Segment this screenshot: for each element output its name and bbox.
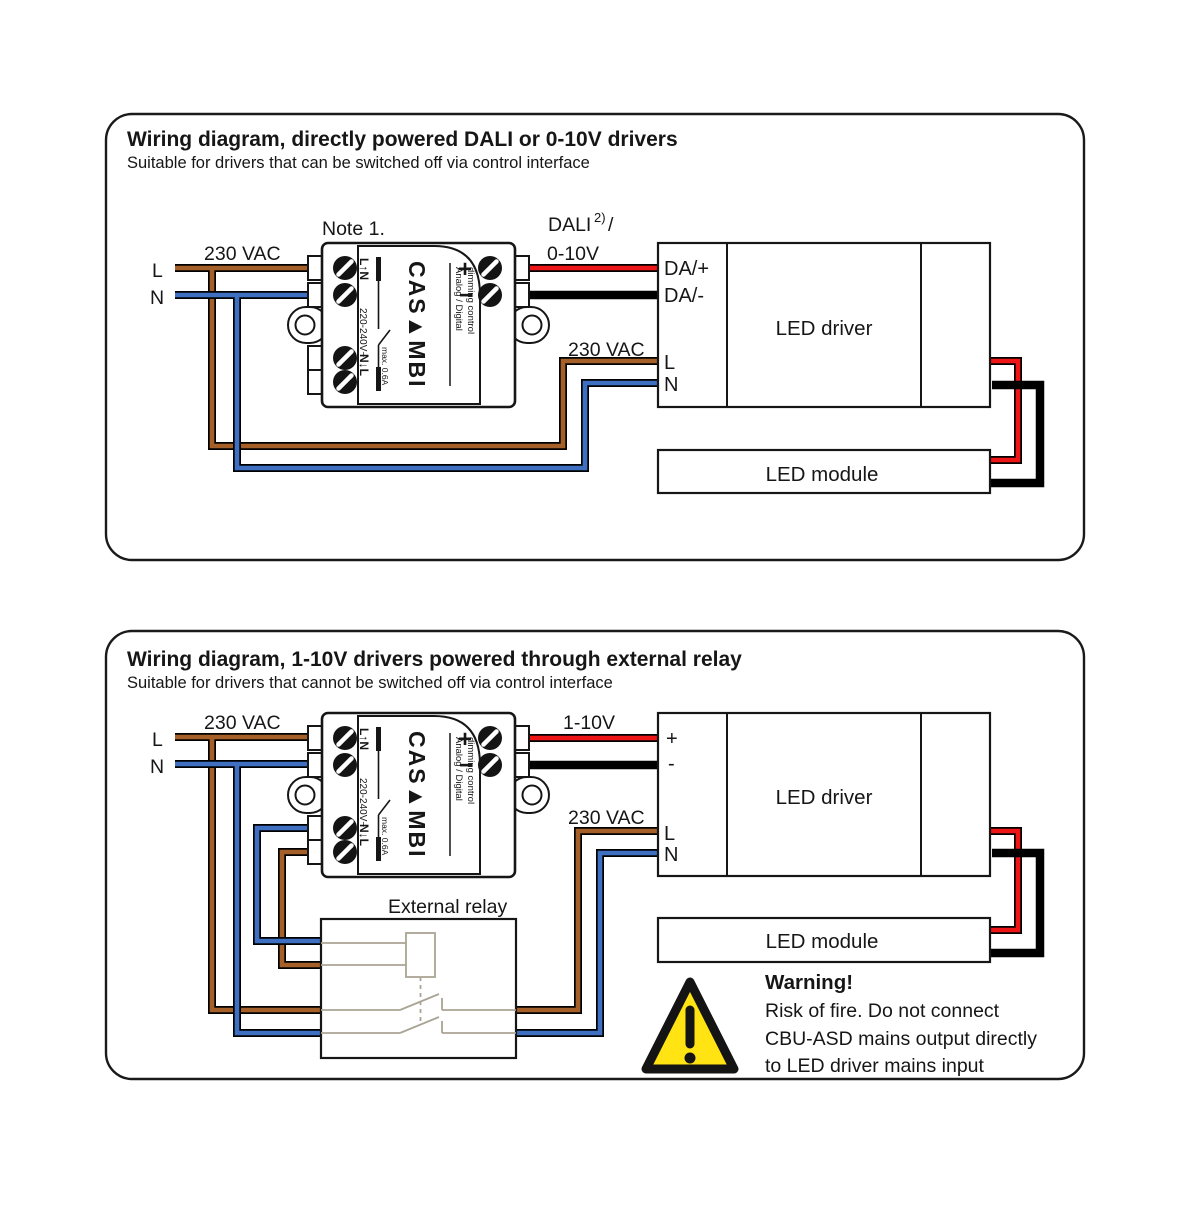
panel-bottom-border xyxy=(104,629,1086,1081)
panel-bottom-subtitle: Suitable for drivers that cannot be swit… xyxy=(127,674,613,692)
wire-led-minus-black xyxy=(985,848,1045,958)
terminal-da-minus: DA/- xyxy=(664,285,704,307)
warning-block: Warning! Risk of fire. Do not connect CB… xyxy=(641,971,1037,1077)
relay-contact-lower xyxy=(321,1016,516,1034)
warning-line-2: CBU-ASD mains output directly xyxy=(765,1028,1037,1050)
driver-mains-label-top: 230 VAC xyxy=(568,339,645,361)
led-module-label: LED module xyxy=(766,463,879,486)
one-ten-volt-label: 1-10V xyxy=(563,712,615,734)
mains-wires-top xyxy=(175,264,658,472)
warning-exclamation-dot xyxy=(684,1052,696,1064)
terminal-l: L xyxy=(664,823,675,845)
warning-line-1: Risk of fire. Do not connect xyxy=(765,1000,1000,1022)
wire-led-minus-black xyxy=(985,380,1045,488)
led-driver-label: LED driver xyxy=(776,317,873,340)
led-module-top: LED module xyxy=(656,448,992,495)
mains-label-top: 230 VAC xyxy=(204,243,281,265)
relay-contact-upper xyxy=(321,993,516,1011)
wire-led-plus-red xyxy=(985,358,1021,463)
driver-mains-label-bottom: 230 VAC xyxy=(568,807,645,829)
terminal-n: N xyxy=(664,374,678,396)
control-wires-bottom xyxy=(527,734,658,770)
external-relay-label: External relay xyxy=(388,896,507,918)
wire-live-brown xyxy=(175,265,658,449)
wire-led-plus-red xyxy=(985,828,1021,933)
line-label-top: L xyxy=(152,260,163,282)
control-wires-top xyxy=(527,264,658,300)
dali-label: DALI xyxy=(548,214,591,236)
casambi-device xyxy=(288,243,549,407)
panel-top-border xyxy=(104,112,1086,562)
neutral-label-top: N xyxy=(150,287,164,309)
wire-neutral-blue xyxy=(175,761,658,1036)
warning-title: Warning! xyxy=(765,971,853,994)
external-relay xyxy=(319,917,518,1060)
led-output-wires-bottom xyxy=(985,827,1045,958)
terminal-da-plus: DA/+ xyxy=(664,258,709,280)
led-output-wires-top xyxy=(985,357,1045,488)
panel-bottom: Wiring diagram, 1-10V drivers powered th… xyxy=(104,629,1086,1081)
led-driver-box xyxy=(656,241,992,409)
zero-ten-volt-label: 0-10V xyxy=(547,243,599,265)
led-driver-bottom: + - L N LED driver xyxy=(656,711,992,878)
led-module-bottom: LED module xyxy=(656,916,992,964)
panel-bottom-title: Wiring diagram, 1-10V drivers powered th… xyxy=(127,648,742,671)
panel-top-subtitle: Suitable for drivers that can be switche… xyxy=(127,154,590,172)
panel-top: Wiring diagram, directly powered DALI or… xyxy=(104,112,1086,562)
external-relay-box xyxy=(319,917,518,1060)
warning-line-3: to LED driver mains input xyxy=(765,1055,985,1077)
casambi-device xyxy=(288,713,549,877)
line-label-bottom: L xyxy=(152,729,163,751)
terminal-plus: + xyxy=(666,728,678,750)
note-label: Note 1. xyxy=(322,218,385,240)
wire-neutral-blue xyxy=(175,292,658,471)
led-module-label: LED module xyxy=(766,930,879,953)
led-module-box xyxy=(656,916,992,964)
dali-label-superscript: 2) xyxy=(594,210,606,225)
led-driver-box xyxy=(656,711,992,878)
led-module-box xyxy=(656,448,992,495)
terminal-l: L xyxy=(664,352,675,374)
wire-live-brown xyxy=(175,734,658,1013)
mains-wires-bottom xyxy=(175,733,658,1037)
panel-top-title: Wiring diagram, directly powered DALI or… xyxy=(127,128,678,151)
mains-label-bottom: 230 VAC xyxy=(204,712,281,734)
dali-label-slash: / xyxy=(608,214,614,236)
neutral-label-bottom: N xyxy=(150,756,164,778)
relay-coil-leads xyxy=(321,942,406,966)
led-driver-label: LED driver xyxy=(776,786,873,809)
terminal-minus: - xyxy=(668,753,675,775)
led-driver-top: DA/+ DA/- L N LED driver xyxy=(656,241,992,409)
terminal-n: N xyxy=(664,844,678,866)
